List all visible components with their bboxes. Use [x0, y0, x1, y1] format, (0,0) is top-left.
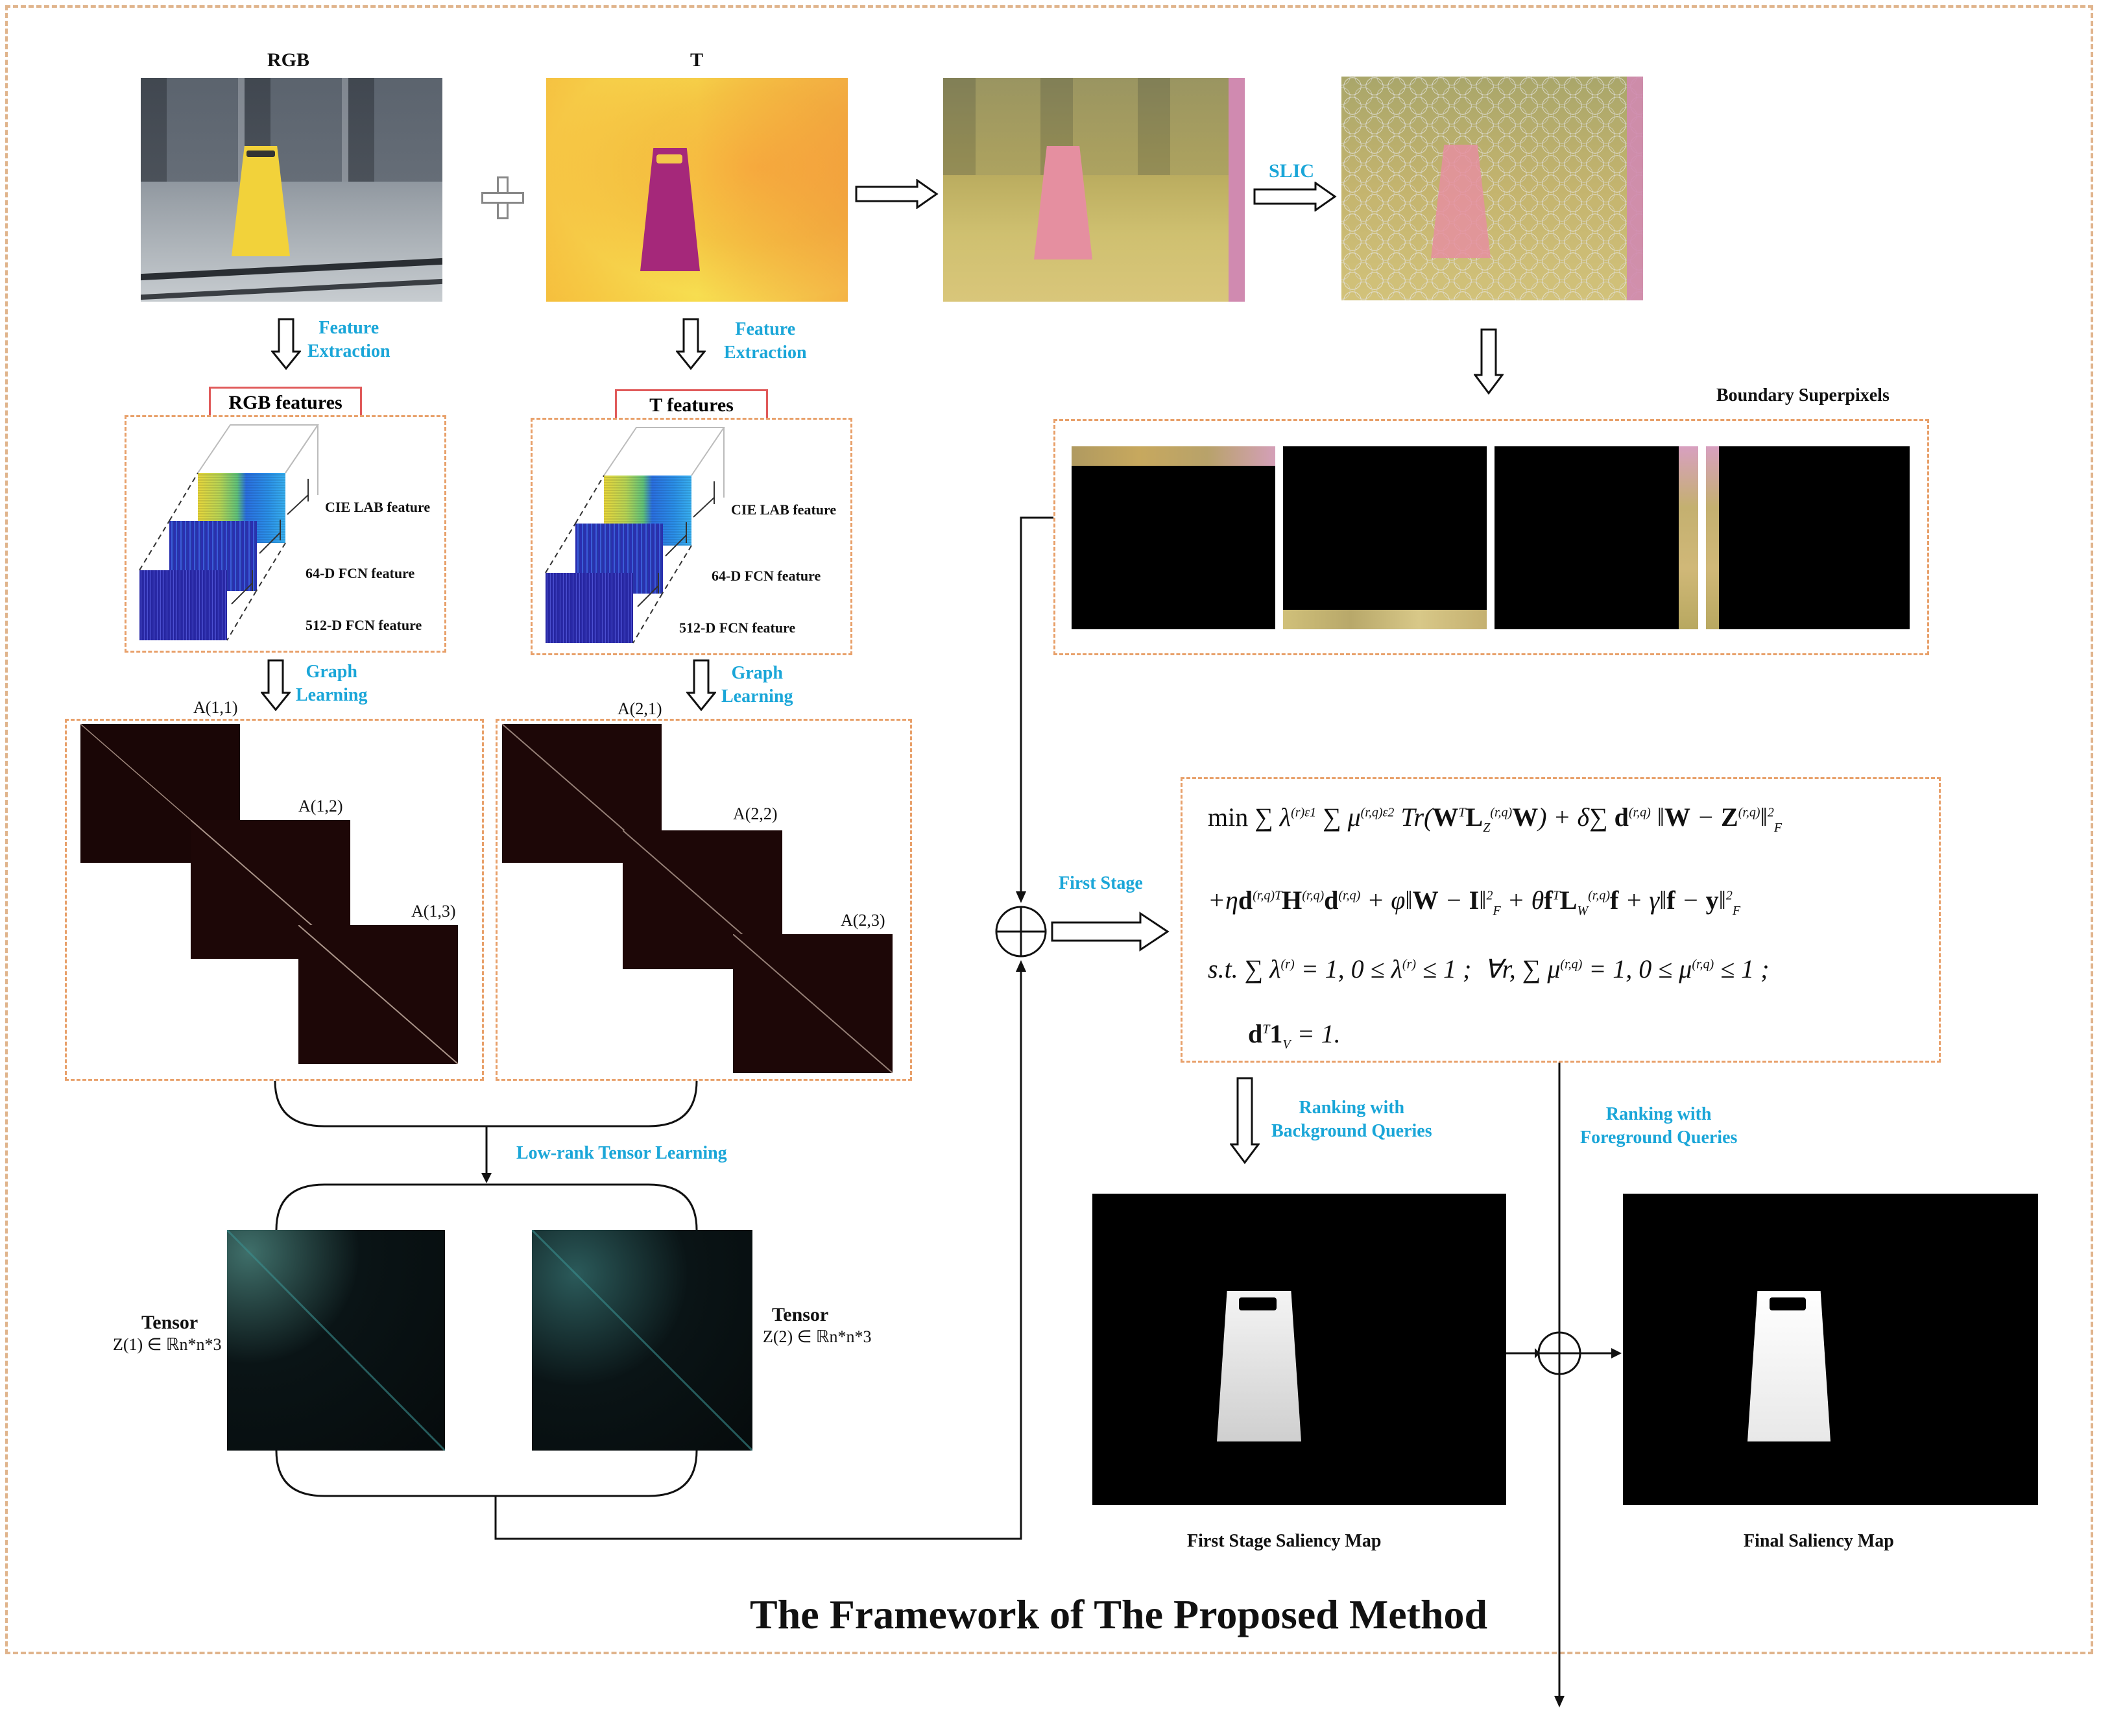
matrix-label: A(1,2) [298, 797, 343, 815]
rgb-image [141, 78, 442, 302]
first-stage-label: First Stage [1059, 873, 1143, 893]
affinity-matrix [298, 925, 458, 1064]
matrix-label: A(2,2) [733, 804, 778, 823]
t-features-title: T features [615, 389, 768, 418]
t-features-box: CIE LAB feature 64-D FCN feature 512-D F… [531, 418, 852, 655]
tensor-left-symbol: Z(1) ∈ ℝn*n*3 [113, 1335, 222, 1354]
ranking-fg-label: Ranking with Foreground Queries [1580, 1104, 1738, 1148]
feature-extraction-label-rgb: Feature Extraction [307, 318, 390, 362]
slic-label: SLIC [1269, 160, 1315, 182]
arrow-down-icon [686, 659, 716, 712]
boundary-right [1495, 446, 1698, 629]
arrow-right-icon [1253, 182, 1337, 211]
boundary-bottom [1283, 446, 1487, 629]
fcn512-label: 512-D FCN feature [306, 617, 422, 633]
final-flow [1506, 1331, 1622, 1375]
tensor-right-symbol: Z(2) ∈ ℝn*n*3 [763, 1327, 872, 1346]
equation-box [1181, 777, 1941, 1063]
final-saliency-map [1623, 1194, 2038, 1505]
boundary-superpixels-title: Boundary Superpixels [1716, 385, 1890, 405]
tensor-left-word: Tensor [141, 1312, 198, 1333]
low-rank-tensor-label: Low-rank Tensor Learning [516, 1143, 727, 1163]
tensor-z2-image [532, 1230, 752, 1451]
tensor-right-word: Tensor [772, 1304, 829, 1325]
final-map-caption: Final Saliency Map [1744, 1531, 1894, 1551]
arrow-down-icon [676, 318, 706, 370]
graph-learning-label-t: Graph Learning [721, 663, 793, 707]
matrix-label: A(2,1) [618, 699, 662, 718]
outer-frame [5, 5, 2093, 1654]
page-title: The Framework of The Proposed Method [750, 1591, 1488, 1637]
rgb-features-title: RGB features [209, 387, 362, 415]
fcn512-label: 512-D FCN feature [679, 620, 796, 636]
t-label: T [690, 49, 704, 71]
tensor-z1-image [227, 1230, 445, 1451]
equation-line-2: +ηd(r,q)TH(r,q)d(r,q) + φ‖W − I‖2F + θfT… [1208, 886, 1741, 918]
equation-line-3: s.t. ∑ λ(r) = 1, 0 ≤ λ(r) ≤ 1 ; ∀r, ∑ μ(… [1208, 954, 1770, 983]
equation-line-4: dT1V = 1. [1248, 1019, 1341, 1052]
cie-lab-label: CIE LAB feature [731, 501, 837, 518]
cie-lab-label: CIE LAB feature [325, 499, 431, 515]
matrix-label: A(2,3) [841, 911, 885, 930]
arrow-down-icon [1230, 1077, 1260, 1164]
boundary-superpixels-box [1053, 419, 1929, 655]
t-affinity-box [496, 719, 912, 1081]
superpixel-image [1341, 77, 1643, 300]
arrow-down-icon [271, 318, 301, 370]
rgb-affinity-box [65, 719, 484, 1081]
first-stage-saliency-map [1092, 1194, 1506, 1505]
rgb-label: RGB [267, 49, 310, 71]
feature-extraction-label-t: Feature Extraction [724, 319, 807, 363]
rgb-features-box: CIE LAB feature 64-D FCN feature 512-D F… [125, 415, 446, 653]
ranking-bg-label: Ranking with Background Queries [1271, 1098, 1432, 1142]
fcn64-label: 64-D FCN feature [306, 565, 415, 581]
arrow-down-icon [1474, 328, 1504, 395]
matrix-label: A(1,3) [411, 902, 456, 921]
boundary-top [1072, 446, 1275, 629]
graph-learning-label-rgb: Graph Learning [296, 662, 368, 706]
affinity-matrix [733, 934, 893, 1073]
matrix-label: A(1,1) [193, 698, 238, 717]
plus-icon [481, 176, 524, 219]
boundary-left [1706, 446, 1910, 629]
equation-line-1: min ∑ λ(r)ε1 ∑ μ(r,q)ε2 Tr(WTLZ(r,q)W) +… [1208, 802, 1783, 835]
tensor-connectors [274, 516, 1170, 1540]
first-stage-map-caption: First Stage Saliency Map [1187, 1531, 1382, 1551]
fused-image [943, 78, 1245, 302]
arrow-right-icon [855, 179, 939, 209]
arrow-down-icon [261, 659, 291, 712]
fcn64-label: 64-D FCN feature [712, 568, 821, 584]
thermal-image [546, 78, 848, 302]
